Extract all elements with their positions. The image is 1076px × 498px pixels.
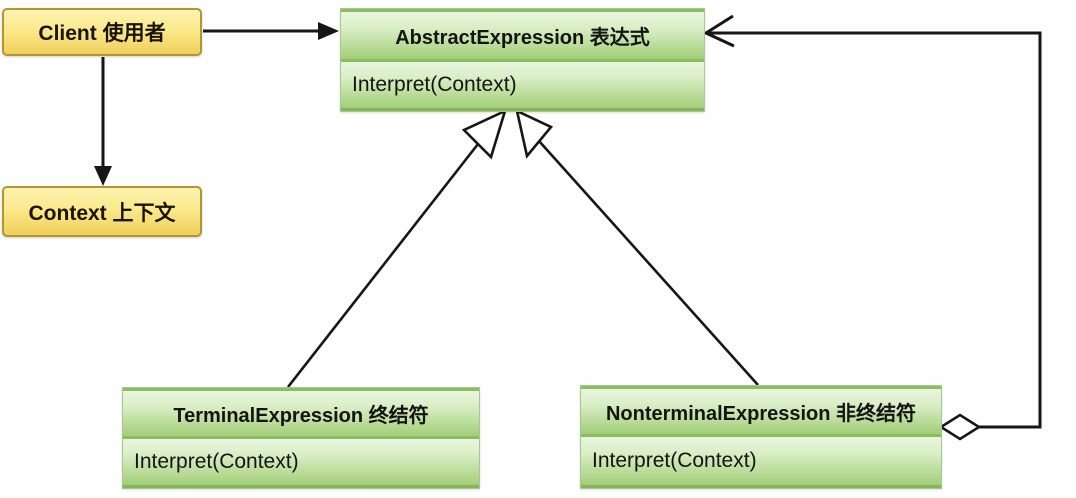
node-context: Context 上下文 [2, 186, 202, 237]
hollow-triangle-icon [515, 108, 554, 159]
edge-client-to-context [94, 57, 112, 186]
node-terminal-expression: TerminalExpression 终结符 Interpret(Context… [122, 387, 480, 489]
aggregation-diamond-icon [938, 413, 982, 441]
node-context-label: Context 上下文 [28, 201, 176, 225]
class-title: NonterminalExpression 非终结符 [581, 386, 941, 434]
edge-nonterminal-to-abstractexpression [515, 108, 759, 386]
node-client-label: Client 使用者 [38, 22, 166, 45]
filled-arrowhead-icon [318, 22, 339, 40]
class-title: TerminalExpression 终结符 [123, 388, 479, 436]
open-arrowhead-icon [702, 14, 735, 48]
class-method: Interpret(Context) [123, 436, 479, 488]
hollow-triangle-icon [461, 108, 508, 160]
class-method: Interpret(Context) [341, 59, 704, 111]
edge-aggregation-nonterminal-abstractexpression [702, 14, 1042, 441]
class-title: AbstractExpression 表达式 [341, 9, 704, 59]
node-abstract-expression: AbstractExpression 表达式 Interpret(Context… [340, 8, 705, 112]
edge-client-to-abstractexpression [203, 22, 339, 40]
filled-arrowhead-icon [94, 166, 112, 186]
node-nonterminal-expression: NonterminalExpression 非终结符 Interpret(Con… [580, 385, 942, 489]
class-method: Interpret(Context) [581, 434, 941, 488]
node-client: Client 使用者 [2, 8, 202, 56]
edge-terminal-to-abstractexpression [286, 108, 508, 388]
